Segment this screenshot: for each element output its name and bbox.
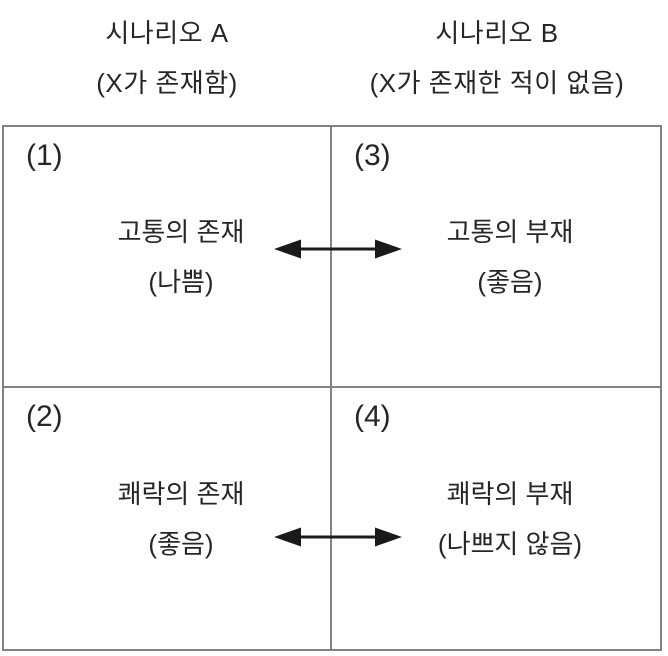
cell-3-pain-absence: (3) 고통의 부재 (좋음) [332,127,660,388]
pleasure-comparison-double-arrow-icon [273,526,403,548]
cell-2-text: 쾌락의 존재 (좋음) [18,388,344,649]
scenario-a-title: 시나리오 A [105,18,229,48]
column-header-scenario-a: 시나리오 A (X가 존재함) [2,8,332,108]
cell-3-main-text: 고통의 부재 [446,216,574,247]
cell-3-text: 고통의 부재 (좋음) [346,127,668,386]
cell-3-number: (3) [354,139,391,172]
cell-1-number: (1) [26,139,63,172]
scenario-a-subtitle: (X가 존재함) [96,68,238,98]
pain-comparison-double-arrow-icon [273,238,403,260]
cell-2-value-text: (좋음) [148,528,214,559]
cell-2-pleasure-presence: (2) 쾌락의 존재 (좋음) [4,388,332,649]
cell-1-pain-presence: (1) 고통의 존재 (나쁨) [4,127,332,388]
cell-4-pleasure-absence: (4) 쾌락의 부재 (나쁘지 않음) [332,388,660,649]
column-header-scenario-b: 시나리오 B (X가 존재한 적이 없음) [332,8,662,108]
scenario-b-title: 시나리오 B [435,18,559,48]
cell-3-value-text: (좋음) [477,266,543,297]
cell-1-main-text: 고통의 존재 [117,216,245,247]
cell-2-number: (2) [26,400,63,433]
cell-4-value-text: (나쁘지 않음) [437,528,583,559]
cell-2-main-text: 쾌락의 존재 [117,478,245,509]
scenario-b-subtitle: (X가 존재한 적이 없음) [369,68,625,98]
cell-4-number: (4) [354,400,391,433]
matrix-grid: (1) 고통의 존재 (나쁨) (3) 고통의 부재 (좋음) (2) 쾌락의 … [2,125,662,651]
cell-4-main-text: 쾌락의 부재 [446,478,574,509]
cell-4-text: 쾌락의 부재 (나쁘지 않음) [346,388,668,649]
cell-1-text: 고통의 존재 (나쁨) [18,127,344,386]
cell-1-value-text: (나쁨) [148,266,214,297]
